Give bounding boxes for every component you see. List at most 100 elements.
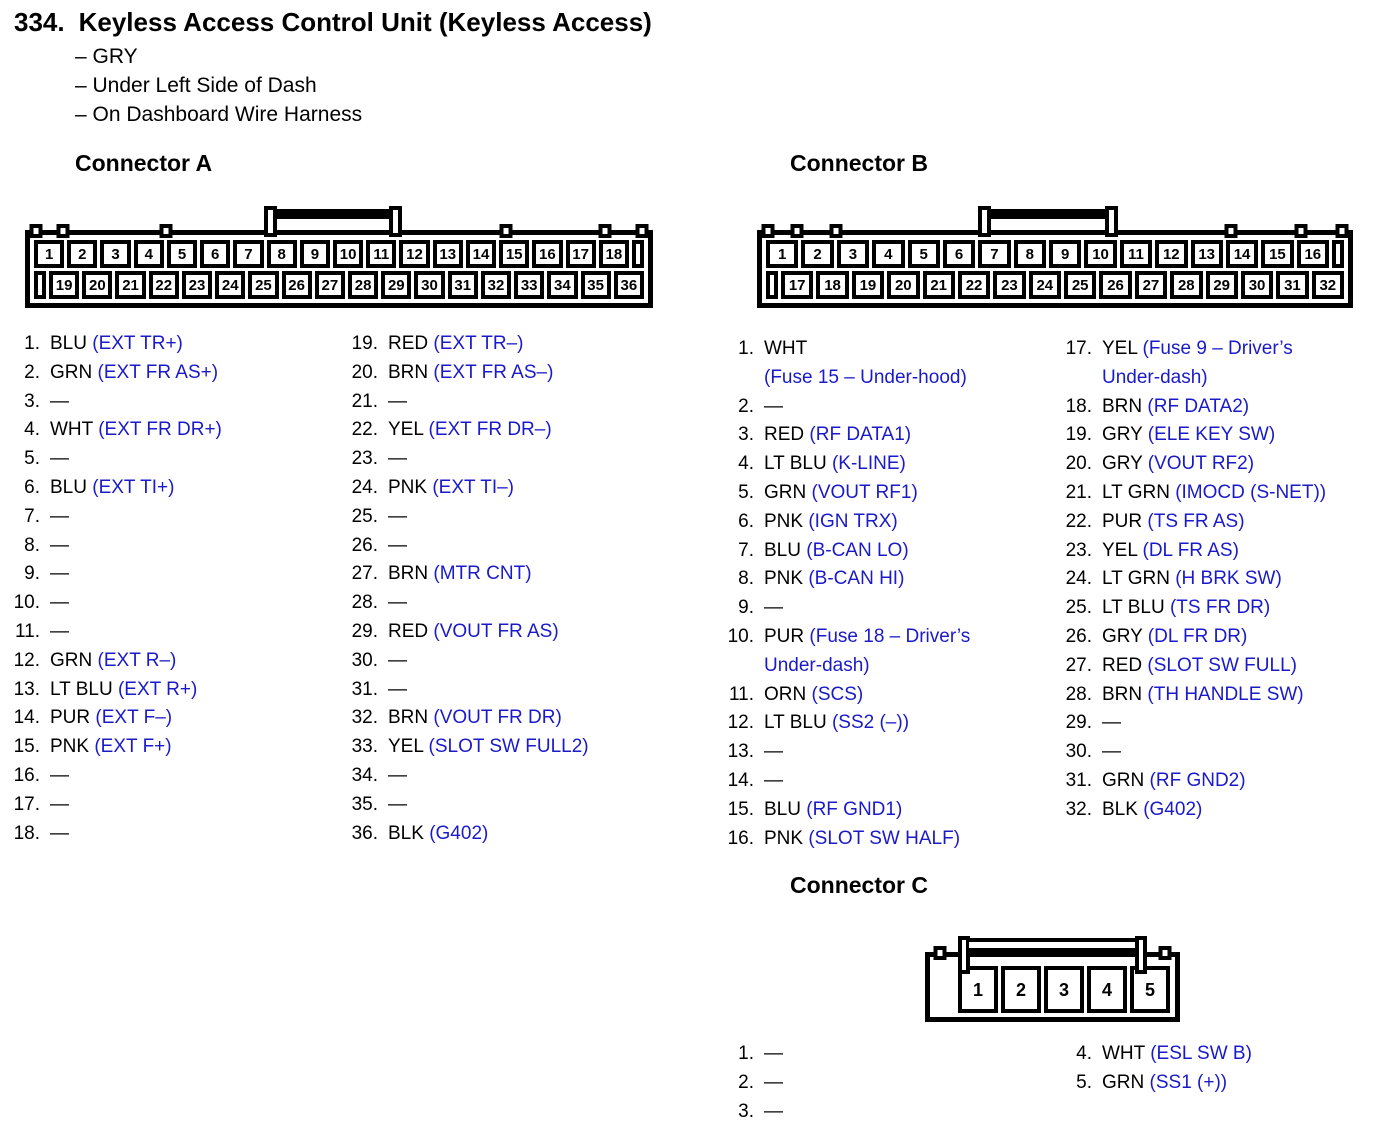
pin-number: 30. <box>1065 741 1092 763</box>
pin-description: — <box>764 1069 783 1098</box>
pin-number: 6. <box>24 476 40 498</box>
signal-name: (EXT F–) <box>95 707 173 729</box>
wire-color: BLK <box>1102 798 1138 820</box>
signal-name: (RF DATA1) <box>809 424 912 446</box>
signal-name: (IGN TRX) <box>808 510 898 532</box>
pin-description: — <box>50 762 69 791</box>
pin-number: 8. <box>738 568 754 590</box>
connector-B-cavity-4: 4 <box>872 240 905 268</box>
wire-color: — <box>388 793 407 815</box>
wire-color: — <box>764 1043 783 1064</box>
housing-notch <box>1158 946 1172 960</box>
latch-bar <box>969 938 1136 952</box>
pin-number: 12. <box>13 649 40 671</box>
pin-description: BLU (EXT TR+) <box>50 330 183 359</box>
wire-color: PNK <box>50 736 90 758</box>
pin-number: 15. <box>13 736 40 758</box>
connector-B-pin-entry: 30.— <box>1062 738 1352 767</box>
connector-C-pin-entry: 3.— <box>724 1098 964 1127</box>
connector-B-pin-entry: 18.BRN (RF DATA2) <box>1062 393 1352 422</box>
connector-a-pin-list-left: 1.BLU (EXT TR+)2.GRN (EXT FR AS+)3.—4.WH… <box>10 330 340 848</box>
connector-B-blank-cavity <box>1332 240 1344 268</box>
latch-prong <box>263 206 277 237</box>
pin-description: — <box>388 445 407 474</box>
signal-name: (Fuse 15 – Under-hood) <box>764 366 967 388</box>
pin-description: BRN (MTR CNT) <box>388 560 532 589</box>
pin-number: 20. <box>351 361 378 383</box>
signal-name: (RF DATA2) <box>1147 395 1250 417</box>
pin-number: 16. <box>727 827 754 849</box>
pin-number: 30. <box>351 649 378 671</box>
pin-number: 12. <box>727 712 754 734</box>
pin-description: PNK (B-CAN HI) <box>764 565 904 594</box>
wire-color: BLK <box>388 822 424 844</box>
wire-color: — <box>50 620 69 642</box>
wire-color: LT BLU <box>764 453 827 475</box>
pin-description: PUR (Fuse 18 – Driver’s Under-dash) <box>764 623 1014 681</box>
pin-description: — <box>388 503 407 532</box>
signal-name: (EXT FR AS–) <box>433 361 554 383</box>
pin-number: 5. <box>24 448 40 470</box>
connector-B-pin-entry: 1.WHT(Fuse 15 – Under-hood) <box>724 335 1014 393</box>
pin-number: 1. <box>738 1043 754 1064</box>
pin-number: 25. <box>1065 597 1092 619</box>
wire-color: PUR <box>764 625 805 647</box>
signal-name: (B-CAN HI) <box>808 568 905 590</box>
pin-description: BLU (RF GND1) <box>764 796 902 825</box>
pin-number: 32. <box>351 707 378 729</box>
connector-A-cavity-31: 31 <box>447 271 478 299</box>
connector-c-pin-list-right: 4.WHT (ESL SW B)5.GRN (SS1 (+)) <box>1062 1040 1362 1098</box>
pin-number: 8. <box>24 534 40 556</box>
pin-number: 7. <box>24 505 40 527</box>
signal-name: (EXT R–) <box>97 649 177 671</box>
wire-color: BLU <box>50 476 87 498</box>
pin-number: 4. <box>1076 1043 1092 1064</box>
connector-A-pin-entry: 10.— <box>10 589 340 618</box>
housing-notch <box>635 224 649 238</box>
pin-number: 25. <box>351 505 378 527</box>
signal-name: (SCS) <box>811 683 864 705</box>
connector-A-cavity-12: 12 <box>399 240 430 268</box>
housing-notch <box>1224 224 1238 238</box>
pin-number: 24. <box>1065 568 1092 590</box>
pin-description: YEL (EXT FR DR–) <box>388 416 552 445</box>
pin-description: — <box>50 445 69 474</box>
connector-B-pin-entry: 28.BRN (TH HANDLE SW) <box>1062 681 1352 710</box>
pin-description: WHT (ESL SW B) <box>1102 1040 1252 1069</box>
wire-color: — <box>764 1071 783 1093</box>
signal-name: (EXT TR+) <box>92 333 183 354</box>
connector-A-cavity-23: 23 <box>181 271 213 299</box>
wire-color: YEL <box>388 736 424 758</box>
pin-number: 6. <box>738 510 754 532</box>
wire-color: YEL <box>1102 338 1138 359</box>
pin-description: — <box>388 532 407 561</box>
pin-description: — <box>50 791 69 820</box>
pin-number: 29. <box>1065 712 1092 734</box>
connector-A-cavity-36: 36 <box>613 271 644 299</box>
pin-number: 26. <box>1065 625 1092 647</box>
wire-color: BRN <box>1102 395 1143 417</box>
connector-A-cavity-17: 17 <box>565 240 596 268</box>
connector-A-pin-entry: 3.— <box>10 388 340 417</box>
pin-description: WHT (EXT FR DR+) <box>50 416 222 445</box>
pin-description: — <box>388 676 407 705</box>
connector-B-cavity-13: 13 <box>1190 240 1223 268</box>
wire-color: BRN <box>1102 683 1143 705</box>
connector-B-cavity-12: 12 <box>1155 240 1188 268</box>
signal-name: (G402) <box>429 822 489 844</box>
connector-A-cavity-25: 25 <box>248 271 279 299</box>
pin-number: 27. <box>1065 654 1092 676</box>
pin-number: 21. <box>351 390 378 412</box>
signal-name: (EXT FR DR–) <box>428 419 552 441</box>
pin-description: — <box>764 1040 783 1069</box>
connector-A-cavity-33: 33 <box>514 271 545 299</box>
signal-name: (MTR CNT) <box>433 563 532 585</box>
pin-number: 2. <box>24 361 40 383</box>
latch-prong <box>958 936 971 974</box>
connector-B-pin-entry: 31.GRN (RF GND2) <box>1062 767 1352 796</box>
wire-color: BLU <box>764 539 801 561</box>
pin-description: — <box>388 791 407 820</box>
